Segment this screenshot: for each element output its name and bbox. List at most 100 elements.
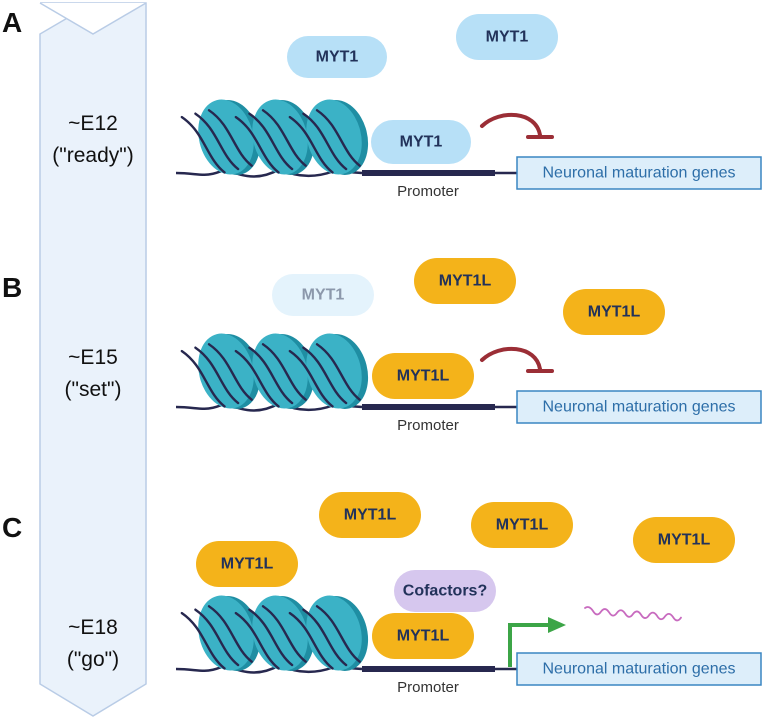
free-factor-myt1l-shape — [563, 289, 665, 335]
dna-wrap — [302, 346, 348, 405]
free-factor-myt1l: MYT1L — [414, 258, 516, 304]
nucleosome-cluster — [175, 333, 369, 412]
dna-wrap — [207, 343, 253, 401]
cofactor-pill-shape — [394, 570, 496, 612]
nucleosome-1 — [180, 99, 261, 175]
dna-wrap — [180, 115, 226, 174]
dna-linker — [175, 167, 363, 178]
repression-arrow — [480, 346, 542, 371]
nucleosome-cluster — [175, 99, 369, 178]
free-factor-myt1l-shape — [196, 541, 298, 587]
dna-wrap — [315, 605, 361, 663]
dna-wrap — [261, 109, 307, 167]
dna-linker — [175, 663, 363, 674]
free-factor-myt1-label: MYT1 — [486, 29, 529, 46]
mrna-transcript — [584, 606, 682, 622]
bound-factor-myt1-label: MYT1 — [400, 134, 443, 151]
dna-wrap — [302, 608, 348, 667]
dna-linker — [175, 401, 363, 412]
free-factor-myt1: MYT1 — [456, 14, 558, 60]
promoter-label: Promoter — [397, 183, 459, 200]
free-factor-myt1l: MYT1L — [319, 492, 421, 538]
bound-factor-myt1l: MYT1L — [372, 353, 474, 399]
dna-wrap — [315, 109, 361, 167]
free-factor-myt1l-shape — [319, 492, 421, 538]
activation-arrow — [508, 623, 550, 667]
free-factor-myt1l: MYT1L — [633, 517, 735, 563]
dna-wrap — [315, 343, 361, 401]
free-factor-myt1l-shape — [471, 502, 573, 548]
gene-box — [516, 390, 762, 424]
gene-box — [516, 652, 762, 686]
stage-age: ~E15 — [68, 346, 118, 369]
dna-wrap — [234, 349, 280, 408]
dna-wrap — [248, 346, 294, 405]
dna-wrap — [234, 115, 280, 174]
dna-wrap — [234, 611, 280, 670]
dna-wrap — [207, 605, 253, 663]
free-factor-myt1: MYT1 — [272, 274, 374, 316]
repression-arrow — [480, 112, 542, 137]
free-factor-myt1-label: MYT1 — [302, 287, 345, 304]
dna-wrap — [194, 608, 240, 667]
nucleosome-2 — [234, 99, 315, 175]
bound-factor-myt1l: MYT1L — [372, 613, 474, 659]
dna-wrap — [248, 112, 294, 171]
panel-a: A ~E12 ("ready") Promoter Neuronal maturatio… — [2, 7, 762, 200]
free-factor-myt1l: MYT1L — [471, 502, 573, 548]
free-factor-myt1l-label: MYT1L — [344, 507, 397, 524]
promoter-bar — [362, 170, 495, 176]
dna-wrap — [194, 346, 240, 405]
dna-wrap — [288, 349, 334, 408]
gene-label: Neuronal maturation genes — [542, 661, 735, 678]
bound-factor-myt1l-shape — [372, 353, 474, 399]
free-factor-myt1l-label: MYT1L — [588, 304, 641, 321]
free-factor-myt1l-shape — [633, 517, 735, 563]
gene-label: Neuronal maturation genes — [542, 165, 735, 182]
free-factor-myt1l: MYT1L — [196, 541, 298, 587]
promoter-label: Promoter — [397, 417, 459, 434]
cofactor-pill-label: Cofactors? — [403, 583, 487, 600]
dna-wrap — [180, 611, 226, 670]
nucleosome-3 — [288, 99, 369, 175]
stage-age: ~E18 — [68, 616, 118, 639]
promoter-bar — [362, 666, 495, 672]
nucleosome-3 — [288, 333, 369, 409]
bound-factor-myt1l-shape — [372, 613, 474, 659]
free-factor-myt1-shape — [287, 36, 387, 78]
stage-age: ~E12 — [68, 112, 118, 135]
dna-wrap — [302, 112, 348, 171]
stage-phase: ("ready") — [52, 144, 133, 167]
dna-wrap — [261, 605, 307, 663]
bound-factor-myt1: MYT1 — [371, 120, 471, 164]
dna-wrap — [180, 349, 226, 408]
cofactor-pill: Cofactors? — [394, 570, 496, 612]
panel-letter: C — [2, 512, 22, 543]
free-factor-myt1-shape — [272, 274, 374, 316]
promoter-bar — [362, 404, 495, 410]
free-factor-myt1l-label: MYT1L — [658, 532, 711, 549]
dna-wrap — [207, 109, 253, 167]
free-factor-myt1-shape — [456, 14, 558, 60]
dna-wrap — [288, 115, 334, 174]
bound-factor-myt1-shape — [371, 120, 471, 164]
bound-factor-myt1l-label: MYT1L — [397, 368, 450, 385]
activation-arrowhead — [548, 617, 566, 633]
dna-wrap — [288, 611, 334, 670]
free-factor-myt1: MYT1 — [287, 36, 387, 78]
stage-phase: ("go") — [67, 648, 119, 671]
dna-wrap — [194, 112, 240, 171]
bound-factor-myt1l-label: MYT1L — [397, 628, 450, 645]
nucleosome-1 — [180, 595, 261, 671]
nucleosome-cluster — [175, 595, 369, 674]
free-factor-myt1l: MYT1L — [563, 289, 665, 335]
nucleosome-2 — [234, 595, 315, 671]
dna-wrap — [261, 343, 307, 401]
free-factor-myt1l-label: MYT1L — [496, 517, 549, 534]
free-factor-myt1l-label: MYT1L — [439, 273, 492, 290]
panel-letter: A — [2, 7, 22, 38]
free-factor-myt1l-shape — [414, 258, 516, 304]
